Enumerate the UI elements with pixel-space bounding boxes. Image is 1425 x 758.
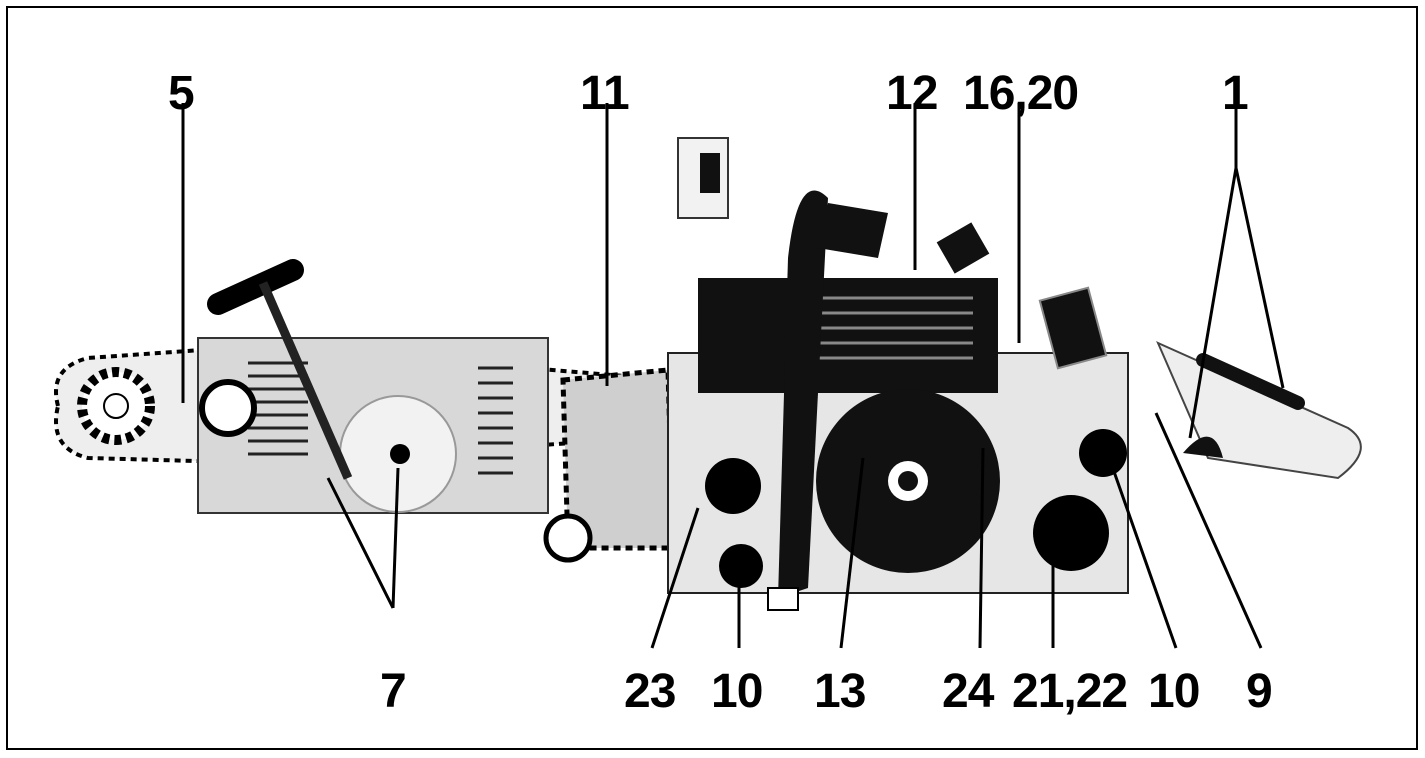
callout-24: 24 (942, 665, 994, 718)
engine-body (667, 278, 1129, 594)
callout-21-22: 21,22 (1012, 665, 1128, 718)
leader-lines (181, 103, 1285, 649)
chainsaw-illustration (54, 103, 1362, 649)
callout-12: 12 (886, 67, 938, 120)
figure-frame: 5 11 12 16,20 1 7 23 10 13 24 21,22 10 9 (6, 6, 1418, 750)
callout-23: 23 (624, 665, 676, 718)
callout-7: 7 (380, 665, 407, 718)
callout-10-left: 10 (711, 665, 763, 718)
callout-13: 13 (814, 665, 866, 718)
front-handle (767, 190, 828, 611)
callout-16-20: 16,20 (963, 67, 1079, 120)
t-handle-tool (207, 259, 353, 480)
callout-11: 11 (580, 67, 630, 120)
rear-handle (1156, 341, 1362, 480)
callout-9: 9 (1246, 665, 1273, 718)
chain-loop (543, 367, 676, 563)
callout-1: 1 (1222, 67, 1249, 120)
callout-10-right: 10 (1148, 665, 1200, 718)
chain-cover (197, 337, 549, 514)
air-filter-housing (677, 137, 1108, 370)
callout-5: 5 (168, 67, 195, 120)
